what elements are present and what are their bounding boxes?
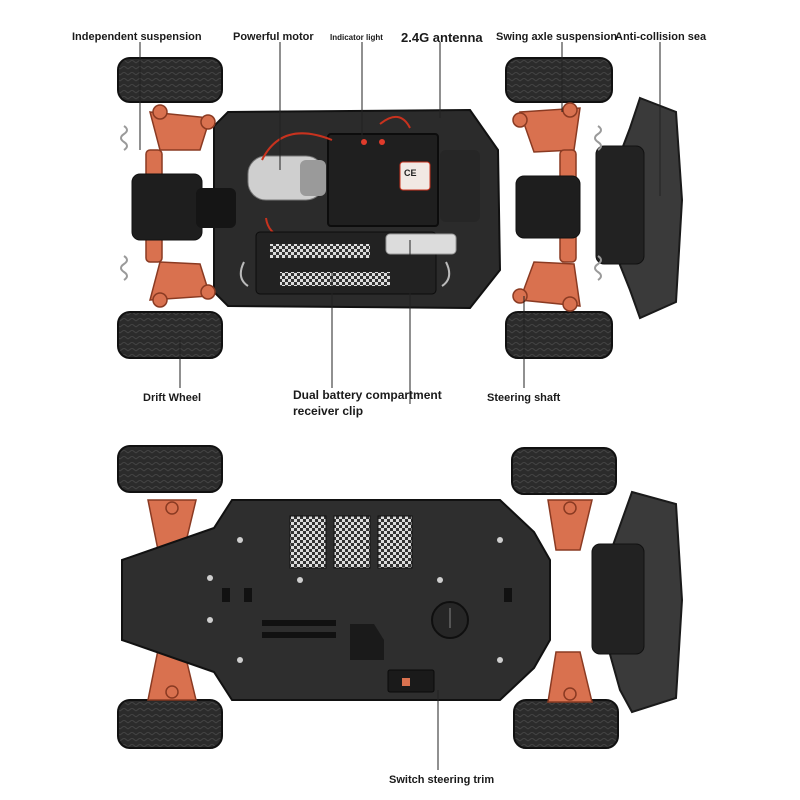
label-independent-suspension: Independent suspension — [72, 31, 202, 43]
top-front-left-wheel — [117, 57, 223, 103]
top-rear-right-wheel — [505, 311, 613, 359]
label-drift-wheel: Drift Wheel — [143, 392, 202, 404]
label-dual-battery: Dual battery compartment — [293, 388, 442, 402]
label-swing-axle-suspension: Swing axle suspension — [496, 31, 618, 43]
label-switch-steering-trim: Switch steering trim — [389, 774, 495, 786]
power-switch — [387, 669, 435, 693]
chassis-slots — [222, 588, 512, 638]
front-gearbox — [515, 175, 581, 239]
receiver-box — [327, 133, 439, 227]
shock-springs — [120, 125, 602, 281]
label-steering-shaft: Steering shaft — [487, 392, 561, 404]
bottom-chassis-plate — [121, 499, 551, 701]
cutout — [350, 624, 384, 660]
bottom-rear-left-wheel — [117, 699, 223, 749]
bottom-front-left-wheel — [117, 445, 223, 493]
top-front-right-wheel — [505, 57, 613, 103]
label-indicator-light: Indicator light — [330, 33, 383, 42]
svg-text:CE: CE — [404, 168, 417, 178]
label-anti-collision: Anti-collision sea — [615, 31, 707, 43]
bottom-view-car — [117, 445, 684, 749]
rear-gearbox — [131, 173, 203, 241]
top-rear-left-wheel — [117, 311, 223, 359]
battery-windows — [289, 515, 413, 569]
label-antenna: 2.4G antenna — [401, 30, 483, 45]
leader-lines — [139, 42, 661, 770]
label-receiver-clip: receiver clip — [293, 404, 364, 418]
top-view-car: CE — [117, 57, 684, 359]
indicator-led-1 — [361, 139, 367, 145]
indicator-led-2 — [379, 139, 385, 145]
bottom-front-right-wheel — [511, 447, 617, 495]
bumper-mount — [595, 145, 645, 265]
label-powerful-motor: Powerful motor — [233, 31, 314, 43]
ce-sticker — [399, 161, 431, 191]
bottom-rear-right-wheel — [513, 699, 619, 749]
screw-holes — [207, 537, 503, 663]
